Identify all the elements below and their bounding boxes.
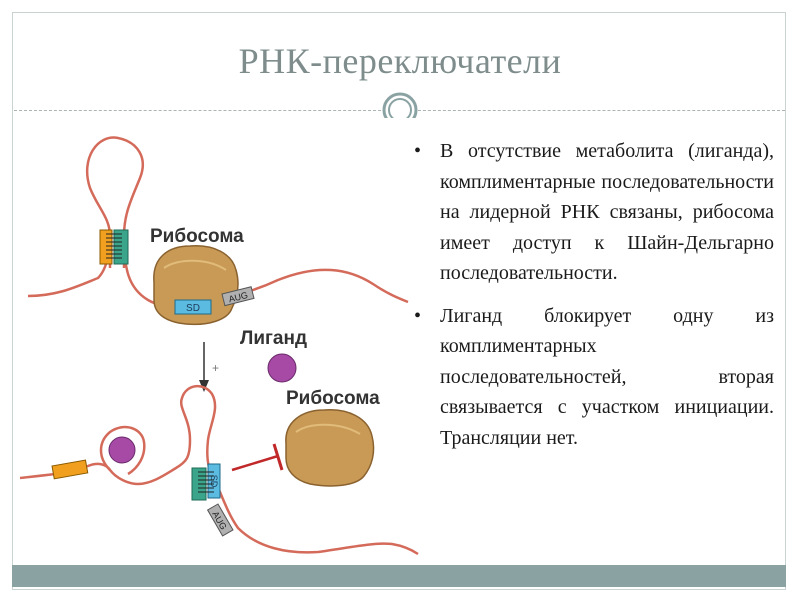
ribosome-bottom <box>285 409 375 487</box>
sd-box-top <box>174 299 212 315</box>
slide-title: РНК-переключатели <box>238 41 562 81</box>
rna-strand-top <box>27 136 179 308</box>
label-ribosome-bottom: Рибосома <box>286 388 380 409</box>
aug-label-top: AUG <box>228 290 249 304</box>
plus-sign: + <box>212 361 219 375</box>
ligand-icon <box>267 353 297 383</box>
bottom-diagram: Рибосома SD <box>19 385 419 556</box>
sd-label-bottom: SD <box>209 475 219 488</box>
sd-label-top: SD <box>186 303 200 314</box>
bullet-item-2: • Лиганд блокирует одну из комплиментарн… <box>414 301 774 454</box>
stem-orange-bottom <box>51 459 89 480</box>
bullet-list: • В отсутствие метаболита (лиганда), ком… <box>414 136 774 465</box>
bullet-dot-icon: • <box>414 140 422 162</box>
rna-strand-bottom <box>19 385 419 556</box>
stem-green-top <box>113 229 129 265</box>
aug-box-bottom <box>206 503 234 537</box>
bullet-text-2: Лиганд блокирует одну из комплиментарных… <box>440 304 774 449</box>
label-ribosome-top: Рибосома <box>150 226 244 247</box>
top-diagram: SD AUG Рибосома <box>27 136 409 326</box>
riboswitch-diagram: SD AUG Рибосома + Лиганд Рибосома <box>18 118 420 563</box>
label-ligand: Лиганд <box>240 328 307 349</box>
slide-frame <box>12 12 786 590</box>
bullet-dot-icon: • <box>414 304 422 327</box>
aug-box-top <box>221 286 255 307</box>
stem-orange-top <box>99 229 113 265</box>
bullet-item-1: • В отсутствие метаболита (лиганда), ком… <box>414 136 774 289</box>
bullet-text-1: В отсутствие метаболита (лиганда), компл… <box>440 140 774 284</box>
bottom-band <box>12 565 786 587</box>
inhibition-line <box>231 454 279 472</box>
ligand-bound-icon <box>108 436 136 464</box>
